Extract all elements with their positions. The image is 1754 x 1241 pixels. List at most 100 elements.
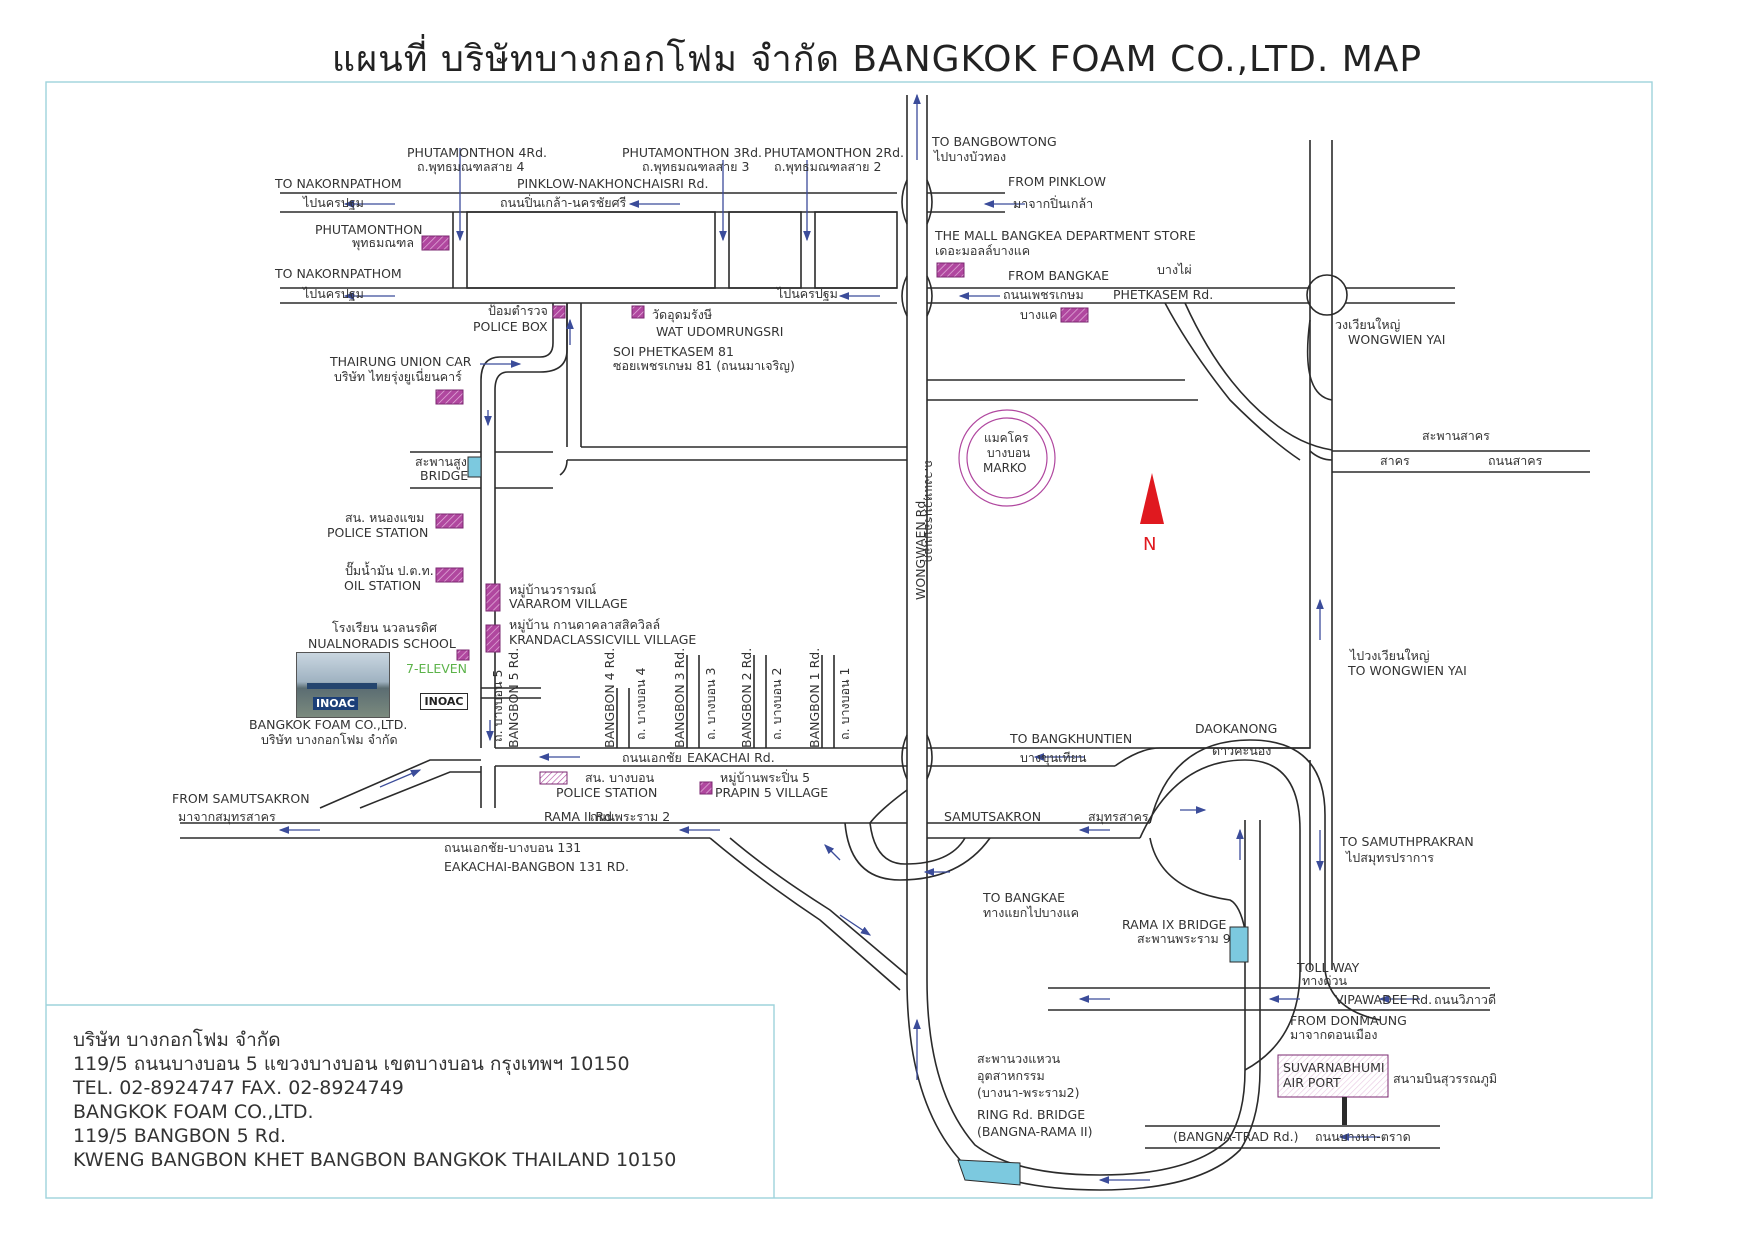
label-from-pinklow-en: FROM PINKLOW xyxy=(1008,174,1106,189)
label-soi81-en: SOI PHETKASEM 81 xyxy=(613,344,734,359)
label-to-bangkae-th: ทางแยกไปบางแค xyxy=(983,905,1079,920)
label-suvarnabhumi-th: สนามบินสุวรรณภูมิ xyxy=(1393,1071,1497,1087)
label-to-bangkae-en: TO BANGKAE xyxy=(982,890,1065,905)
label-from-bangkae-en: FROM BANGKAE xyxy=(1008,268,1109,283)
label-bangna-th: ถนนบางนา-ตราด xyxy=(1315,1129,1411,1144)
label-thairung-en: THAIRUNG UNION CAR xyxy=(329,354,472,369)
inoac-label: INOAC xyxy=(420,693,468,710)
label-wat-en: WAT UDOMRUNGSRI xyxy=(656,324,783,339)
label-suvarnabhumi-en2: AIR PORT xyxy=(1283,1075,1341,1090)
label-wongwaen-en: WONGWAEN Rd. xyxy=(913,497,928,600)
label-police-box-en: POLICE BOX xyxy=(473,319,548,334)
label-eakachai-en: EAKACHAI Rd. xyxy=(687,750,775,765)
label-to-bangbowtong-en: TO BANGBOWTONG xyxy=(931,134,1057,149)
label-rama2-en: RAMA II Rd. xyxy=(544,809,616,824)
road-network xyxy=(180,95,1590,1191)
label-company-th: บริษัท บางกอกโฟม จำกัด xyxy=(261,732,398,747)
airport-connector xyxy=(1342,1097,1347,1125)
label-bridge-th: สะพานสูง xyxy=(415,454,467,470)
label-thairung-th: บริษัท ไทยรุ่งยูเนี่ยนคาร์ xyxy=(334,368,462,385)
map-labels: PHUTAMONTHON 4Rd. ถ.พุทธมณฑลสาย 4 PHUTAM… xyxy=(172,134,1543,1144)
label-phutamonthon4-en: PHUTAMONTHON 4Rd. xyxy=(407,145,547,160)
building-school xyxy=(456,649,470,661)
label-to-wongwien-en: TO WONGWIEN YAI xyxy=(1347,663,1467,678)
direction-arrows xyxy=(278,93,1420,1184)
label-ring-en2: (BANGNA-RAMA II) xyxy=(977,1124,1092,1139)
label-sakhon-th: สาคร xyxy=(1380,453,1410,468)
label-makro-en: MARKO xyxy=(983,461,1027,475)
label-pinklow-th: ถนนปิ่นเกล้า-นครชัยศรี xyxy=(500,194,627,210)
label-to-nakornpathom-2-en: TO NAKORNPATHOM xyxy=(274,266,402,281)
label-bangbon-police-en: POLICE STATION xyxy=(556,785,657,800)
high-bridge xyxy=(467,456,482,478)
label-to-bangkhuntien-en: TO BANGKHUNTIEN xyxy=(1009,731,1132,746)
map-frame xyxy=(45,81,1653,1199)
building-nongkhaem-police xyxy=(435,513,464,529)
wongwien-roundabout xyxy=(1306,274,1348,316)
label-rama2-th: ถนนพระราม 2 xyxy=(590,809,670,824)
label-eakachai-th: ถนนเอกชัย xyxy=(622,750,682,765)
label-wongwien-en: WONGWIEN YAI xyxy=(1348,332,1445,347)
label-to-bangbowtong-th: ไปบางบัวทอง xyxy=(933,149,1006,164)
label-wongwaen-th: ถ.วงแหวนรอบนอก xyxy=(922,460,937,562)
label-phutamonthon2-th: ถ.พุทธมณฑลสาย 2 xyxy=(774,159,881,175)
building-krandac xyxy=(485,624,501,653)
label-phutamonthon3-en: PHUTAMONTHON 3Rd. xyxy=(622,145,762,160)
label-phutamonthon3-th: ถ.พุทธมณฑลสาย 3 xyxy=(642,159,749,175)
label-bangbon2-th: ถ. บางบอน 2 xyxy=(769,668,784,741)
label-bangbon5-en: BANGBON 5 Rd. xyxy=(506,648,521,748)
label-bangbon4-th: ถ. บางบอน 4 xyxy=(633,667,648,740)
north-arrow-icon xyxy=(1140,473,1164,524)
label-phutamonthon4-th: ถ.พุทธมณฑลสาย 4 xyxy=(417,159,524,175)
label-daokanong-en: DAOKANONG xyxy=(1195,721,1277,736)
map-title: แผนที่ บริษัทบางกอกโฟม จำกัด BANGKOK FOA… xyxy=(331,39,1423,80)
address-line-6: KWENG BANGBON KHET BANGBON BANGKOK THAIL… xyxy=(73,1149,677,1171)
label-to-samuthprakran-en: TO SAMUTHPRAKRAN xyxy=(1339,834,1474,849)
label-the-mall-en: THE MALL BANGKEA DEPARTMENT STORE xyxy=(934,228,1196,243)
label-phetkasem-th: ถนนเพชรเกษม xyxy=(1003,287,1084,302)
label-makro-th1: แมคโคร xyxy=(984,431,1029,445)
building-oil-station xyxy=(435,567,464,583)
label-police-box-th: ป้อมตำรวจ xyxy=(488,303,548,318)
label-to-nakornpathom-1-en: TO NAKORNPATHOM xyxy=(274,176,402,191)
label-bangbon2-en: BANGBON 2 Rd. xyxy=(739,648,754,748)
label-vararom-th: หมู่บ้านวรารมณ์ xyxy=(509,582,597,598)
label-prapin-th: หมู่บ้านพระปิ่น 5 xyxy=(720,769,810,786)
building-prapin xyxy=(699,781,713,795)
label-to-nakornpathom-2-th: ไปนครปฐม xyxy=(302,286,364,301)
building-the-mall xyxy=(936,262,965,278)
label-wat-th: วัดอุดมรังษี xyxy=(652,307,712,323)
label-from-donmaung-th: มาจากดอนเมือง xyxy=(1290,1027,1377,1042)
label-school-en: NUALNORADIS SCHOOL xyxy=(308,636,456,651)
label-to-nakornpathom-3-th: ไปนครปฐม xyxy=(776,286,838,301)
label-bangbon4-en: BANGBON 4 Rd. xyxy=(602,648,617,748)
label-ring-en1: RING Rd. BRIDGE xyxy=(977,1107,1085,1122)
label-bangphai-th: บางไผ่ xyxy=(1157,262,1192,277)
label-krandac-th: หมู่บ้าน กานดาคลาสสิควิลล์ xyxy=(509,617,660,633)
label-ring-th3: (บางนา-พระราม2) xyxy=(977,1085,1079,1100)
address-frame xyxy=(46,1004,775,1198)
address-block: บริษัท บางกอกโฟม จำกัด 119/5 ถนนบางบอน 5… xyxy=(73,1028,773,1172)
label-nongkhaem-en: POLICE STATION xyxy=(327,525,428,540)
building-phutamonthon xyxy=(421,235,450,251)
label-tollway-en: TOLL WAY xyxy=(1296,960,1360,975)
label-bangbon5-th: ถ. บางบอน 5 xyxy=(490,670,505,743)
label-rama9-en: RAMA IX BRIDGE xyxy=(1122,917,1227,932)
label-oil-en: OIL STATION xyxy=(344,578,421,593)
label-suvarnabhumi-en1: SUVARNABHUMI xyxy=(1283,1060,1385,1075)
address-line-4: BANGKOK FOAM CO.,LTD. xyxy=(73,1101,314,1123)
makro-inner-ring xyxy=(966,417,1048,499)
label-bangna-en: (BANGNA-TRAD Rd.) xyxy=(1173,1129,1298,1144)
label-samutsakron-en: SAMUTSAKRON xyxy=(944,809,1041,824)
label-to-samuthprakran-th: ไปสมุทรปราการ xyxy=(1345,850,1434,866)
building-suvarnabhumi xyxy=(1277,1054,1389,1098)
label-bangkae-th: บางแค xyxy=(1020,307,1057,322)
photo-canopy xyxy=(307,683,377,689)
building-bangbon-police xyxy=(539,771,568,785)
address-line-1: บริษัท บางกอกโฟม จำกัด xyxy=(73,1029,281,1051)
company-building-photo: INOAC xyxy=(296,652,390,718)
label-prapin-en: PRAPIN 5 VILLAGE xyxy=(715,785,828,800)
label-vipawadee-th: ถนนวิภาวดี xyxy=(1434,992,1496,1007)
photo-sign: INOAC xyxy=(313,697,358,710)
label-school-th: โรงเรียน นวลนรดิศ xyxy=(332,620,437,635)
